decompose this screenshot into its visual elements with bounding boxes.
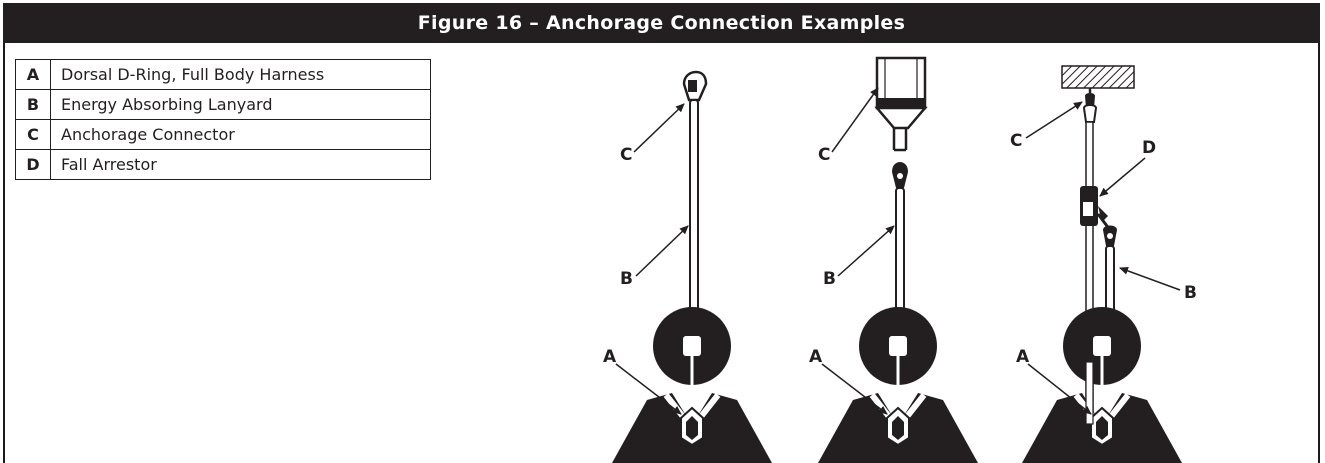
beam-anchor-icon — [874, 56, 928, 152]
legend-description: Anchorage Connector — [50, 119, 431, 150]
callout-label-c: C — [1010, 131, 1022, 151]
overhead-anchor-icon — [1061, 65, 1135, 89]
figure-3-fall-arrestor: C D B A — [1010, 65, 1197, 463]
legend-row: C Anchorage Connector — [15, 119, 431, 150]
legend-description: Energy Absorbing Lanyard — [50, 89, 431, 120]
legend-description: Dorsal D-Ring, Full Body Harness — [50, 59, 431, 90]
callout-label-a: A — [1016, 347, 1030, 367]
legend-key: D — [15, 149, 51, 180]
legend-row: B Energy Absorbing Lanyard — [15, 89, 431, 120]
figure-2-beam-anchor: C B A — [809, 56, 978, 463]
fall-arrestor-icon — [1080, 186, 1112, 231]
snap-hook-icon — [892, 162, 908, 188]
figure-frame — [3, 3, 1320, 463]
snap-hook-icon — [682, 70, 708, 102]
callout-label-b: B — [1184, 283, 1197, 303]
callout-label-a: A — [809, 347, 823, 367]
worker-icon — [612, 307, 772, 463]
legend-row: D Fall Arrestor — [15, 149, 431, 180]
callout-label-a: A — [603, 347, 617, 367]
legend-description: Fall Arrestor — [50, 149, 431, 180]
worker-icon — [1022, 307, 1182, 463]
worker-icon — [818, 307, 978, 463]
figure-1-lanyard-to-anchor: C B A — [603, 70, 772, 463]
callout-label-c: C — [620, 145, 632, 165]
lanyard-icon — [689, 99, 699, 343]
callout-label-b: B — [620, 269, 633, 289]
legend-table: A Dorsal D-Ring, Full Body Harness B Ene… — [15, 59, 431, 180]
callout-label-b: B — [823, 269, 836, 289]
anchor-connector-icon — [1082, 88, 1098, 123]
legend-row: A Dorsal D-Ring, Full Body Harness — [15, 59, 431, 90]
figure-title: Figure 16 – Anchorage Connection Example… — [3, 3, 1320, 43]
callout-label-c: C — [818, 145, 830, 165]
legend-key: A — [15, 59, 51, 90]
callout-label-d: D — [1142, 138, 1156, 158]
snap-hook-icon — [1103, 225, 1117, 246]
